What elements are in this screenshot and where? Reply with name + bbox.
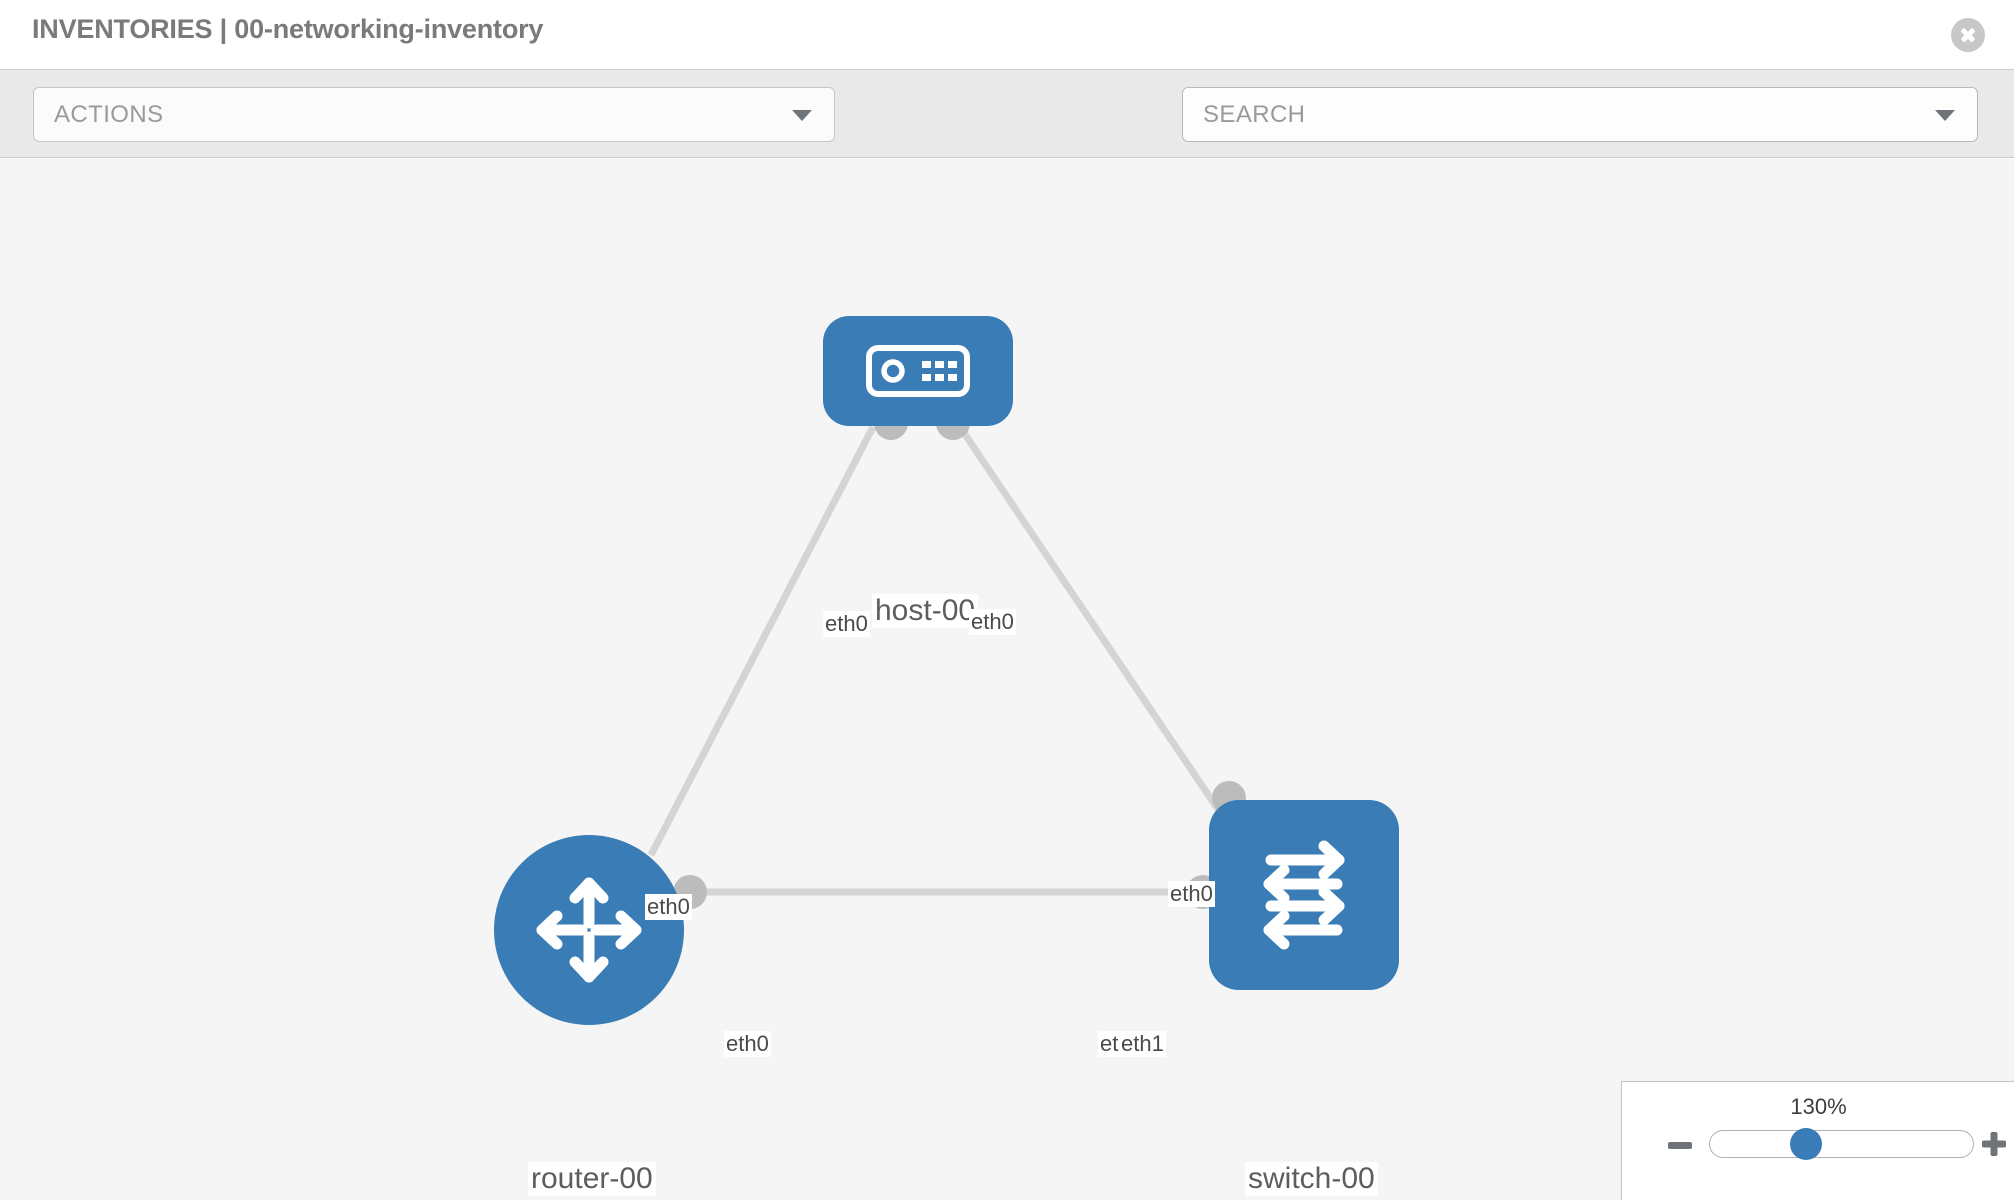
page-header: INVENTORIES | 00-networking-inventory [0,0,2014,70]
close-icon[interactable] [1951,18,1985,52]
toolbar: ACTIONS SEARCH [0,70,2014,206]
node-router-00[interactable] [494,835,684,1025]
port-label-host-right: eth0 [969,609,1016,635]
actions-dropdown-label: ACTIONS [54,101,164,128]
chevron-down-icon [792,109,812,121]
router-four-arrows-icon [494,835,684,1025]
zoom-level-value: 130% [1790,1094,1847,1119]
zoom-out-button[interactable] [1668,1142,1692,1149]
zoom-in-button[interactable] [1980,1130,2008,1158]
port-label-switch-up: eth0 [1168,881,1215,907]
node-label-router-00: router-00 [528,1162,656,1196]
node-switch-00[interactable] [1209,800,1399,990]
search-input[interactable]: SEARCH [1182,87,1978,142]
search-placeholder: SEARCH [1203,101,1306,128]
topology-canvas[interactable]: host-00 router-00 [0,159,2014,1200]
switch-arrows-icon [1209,800,1399,990]
page-title: INVENTORIES | 00-networking-inventory [32,14,544,44]
node-label-host-00: host-00 [872,594,979,628]
port-label-host-left: eth0 [823,611,870,637]
port-label-router-up: eth0 [645,894,692,920]
topology-edges [647,425,1241,896]
chevron-down-icon[interactable] [1935,109,1955,121]
node-host-00[interactable] [823,316,1013,426]
node-label-switch-00: switch-00 [1245,1162,1378,1196]
server-appliance-icon [823,316,1013,426]
zoom-slider-track[interactable] [1709,1130,1974,1158]
port-label-switch-left: eth1 [1119,1031,1166,1057]
zoom-slider-thumb[interactable] [1790,1128,1822,1160]
zoom-control-panel: 130% [1621,1081,2014,1200]
actions-dropdown[interactable]: ACTIONS [33,87,835,142]
port-label-router-right: eth0 [724,1031,771,1057]
